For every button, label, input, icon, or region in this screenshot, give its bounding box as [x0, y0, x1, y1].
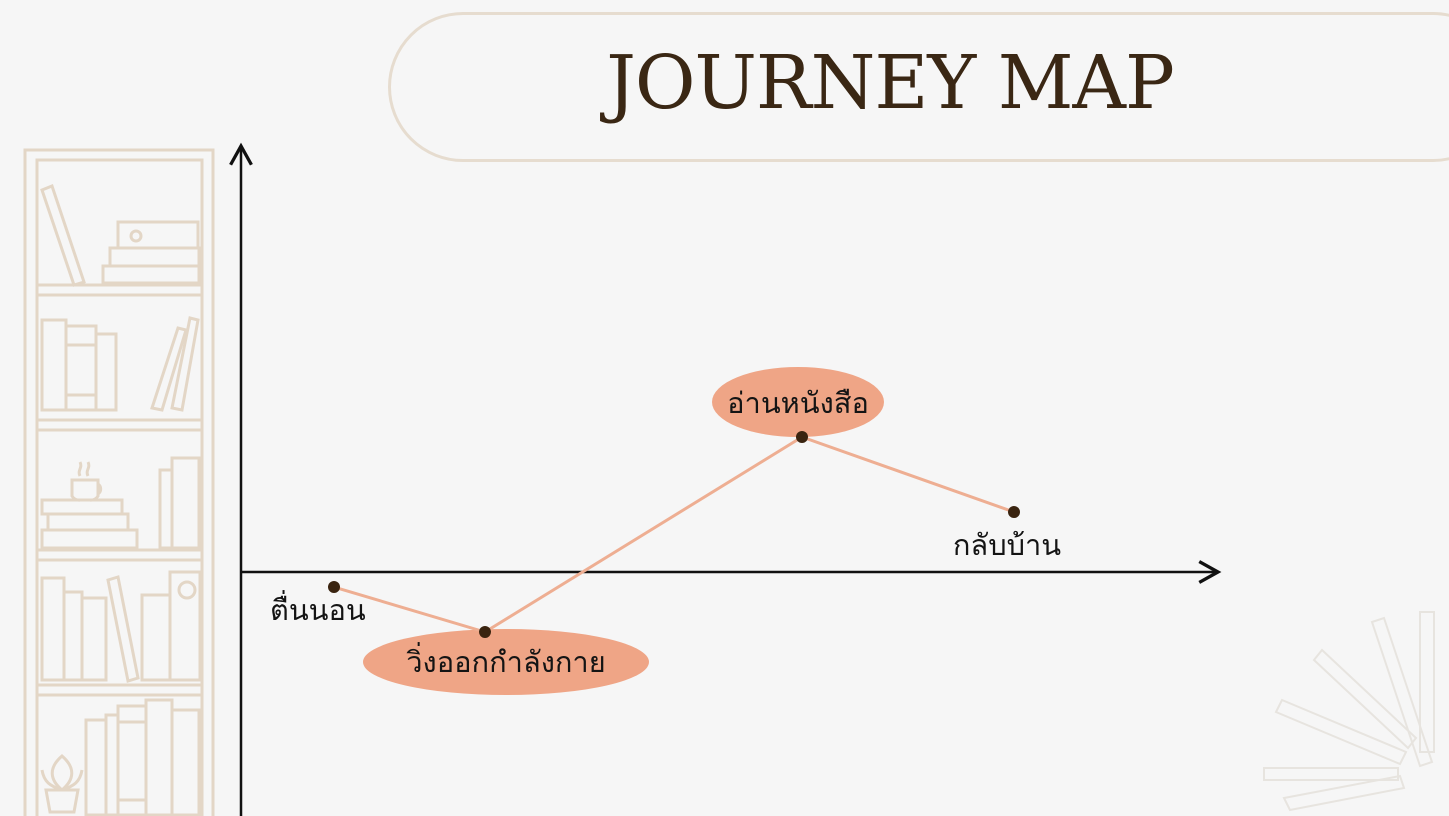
step-highlight-1 — [363, 629, 649, 695]
dot-layer — [328, 431, 1020, 638]
step-dot-2 — [796, 431, 808, 443]
step-label-wake-up: ตื่นนอน — [270, 590, 366, 627]
step-label-go-home: กลับบ้าน — [953, 528, 1061, 562]
page-title: JOURNEY MAP — [606, 40, 1175, 126]
highlight-layer — [363, 367, 884, 695]
step-label-exercise: วิ่งออกกำลังกาย — [406, 642, 605, 679]
bookshelf-illustration — [23, 148, 215, 816]
step-label-reading: อ่านหนังสือ — [727, 386, 869, 420]
step-dot-1 — [479, 626, 491, 638]
step-highlight-2 — [712, 367, 884, 437]
step-dot-3 — [1008, 506, 1020, 518]
journey-line — [333, 435, 1015, 634]
step-dot-0 — [328, 581, 340, 593]
title-banner — [388, 12, 1449, 162]
